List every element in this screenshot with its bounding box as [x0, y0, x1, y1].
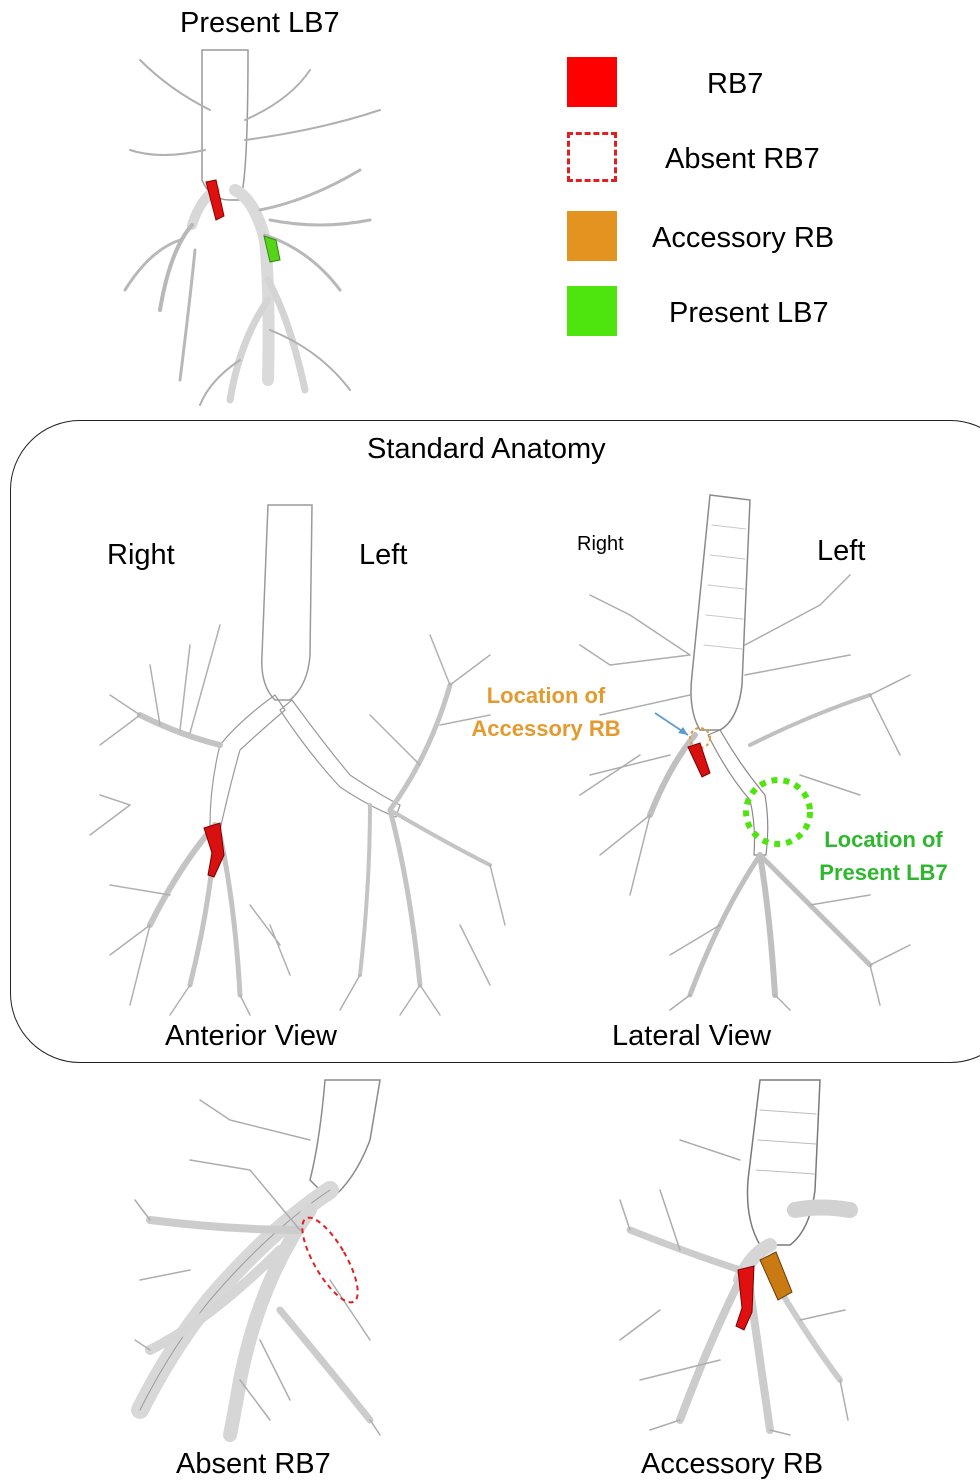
anterior-view-airway-render [70, 505, 510, 1020]
lb7-location-marker [746, 780, 810, 844]
lateral-view-airway-render [570, 495, 930, 1015]
accessory-rb-segment [760, 1252, 792, 1300]
absent-rb7-airway-render [130, 1080, 390, 1435]
anterior-view-caption: Anterior View [165, 1022, 337, 1051]
absent-rb7-caption: Absent RB7 [176, 1450, 331, 1479]
legend-label-accessory-rb: Accessory RB [652, 222, 834, 255]
present-lb7-airway-render [120, 50, 395, 410]
standard-anatomy-title: Standard Anatomy [367, 435, 606, 464]
legend-swatch-accessory-rb [567, 211, 617, 261]
accessory-rb-caption: Accessory RB [641, 1450, 823, 1479]
lateral-view-caption: Lateral View [612, 1022, 771, 1051]
legend-swatch-rb7 [567, 57, 617, 107]
present-lb7-caption: Present LB7 [180, 9, 340, 38]
accessory-rb-airway-render [620, 1080, 850, 1435]
legend-swatch-present-lb7 [567, 286, 617, 336]
legend-label-rb7: RB7 [707, 68, 763, 101]
rb7-segment-lateral [688, 743, 710, 777]
legend-label-present-lb7: Present LB7 [669, 297, 829, 330]
accessory-location-note: Location of Accessory RB [466, 679, 626, 745]
rb7-segment-anterior [204, 823, 224, 877]
legend-label-absent-rb7: Absent RB7 [665, 143, 820, 176]
lb7-location-note: Location of Present LB7 [811, 823, 956, 889]
legend-swatch-absent-rb7 [567, 132, 617, 182]
